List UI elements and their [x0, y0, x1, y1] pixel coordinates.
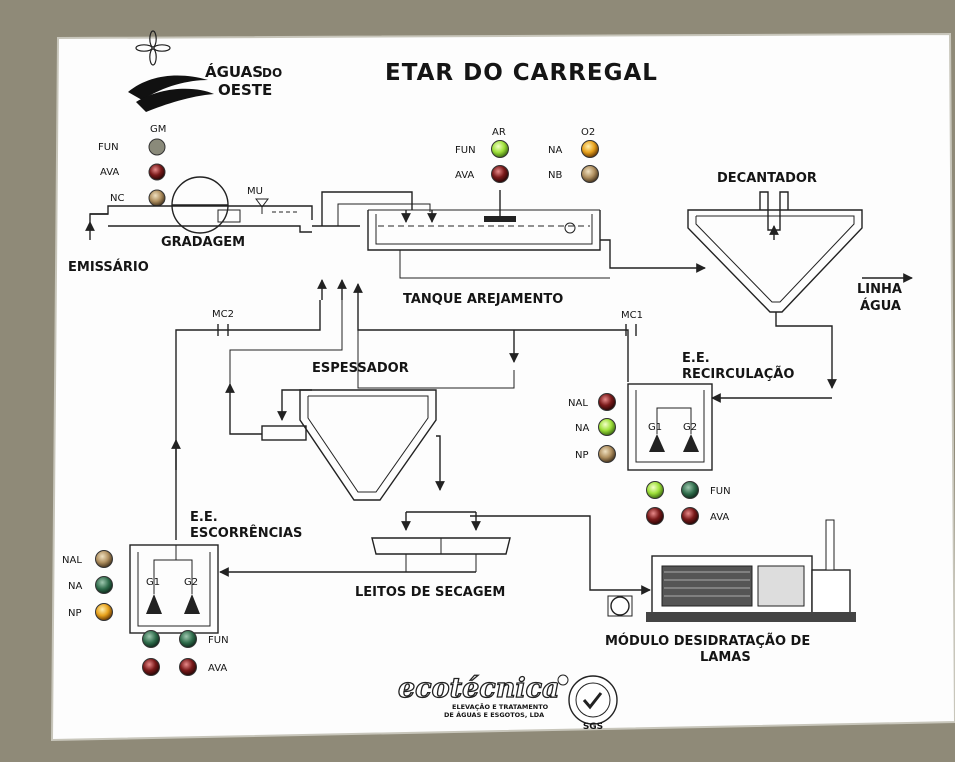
recirc-fun-lamp-2 [681, 481, 699, 499]
recirc-np-lamp [598, 445, 616, 463]
escorr-fun-label: FUN [208, 635, 229, 646]
recirc-np-label: NP [575, 450, 589, 461]
mc2-valve-icon [217, 324, 229, 336]
mc1-valve-icon [625, 324, 637, 336]
escorr-fun-lamp-1 [142, 630, 160, 648]
o2-na-lamp [581, 140, 599, 158]
ar-ava-label: AVA [455, 170, 474, 181]
thickener [225, 383, 445, 501]
ecotecnica-tagline-2: DE ÁGUAS E ESGOTOS, LDA [444, 710, 544, 719]
escorr-na-lamp [95, 576, 113, 594]
recirc-g2-label: G2 [683, 422, 697, 433]
escorr-g1-label: G1 [146, 577, 160, 588]
gm-ava-lamp [148, 163, 166, 181]
drying-beds [371, 511, 511, 572]
logo-line2: OESTE [218, 81, 272, 99]
recirc-na-label: NA [575, 423, 589, 434]
agua-label: ÁGUA [860, 298, 901, 314]
recirc-na-lamp [598, 418, 616, 436]
logo-line1-small: DO [262, 66, 282, 80]
recirc-fun-label: FUN [710, 486, 731, 497]
ee-escorr-station: G1 G2 [129, 544, 219, 634]
escorr-ava-label: AVA [208, 663, 227, 674]
espessador-label: ESPESSADOR [312, 361, 409, 376]
recirc-ava-lamp-2 [681, 507, 699, 525]
escorr-na-label: NA [68, 581, 82, 592]
gm-heading: GM [150, 124, 166, 135]
recirc-g1-label: G1 [648, 422, 662, 433]
o2-na-label: NA [548, 145, 562, 156]
escorr-np-label: NP [68, 608, 82, 619]
aeration-tank [321, 190, 601, 251]
gm-nc-lamp [148, 189, 166, 207]
ee-recirc-label-2: RECIRCULAÇÃO [682, 366, 794, 382]
escorr-g2-label: G2 [184, 577, 198, 588]
ecotecnica-logo: ecotécnica ELEVAÇÃO E TRATAMENTO DE ÁGUA… [397, 672, 569, 719]
decantador-label: DECANTADOR [717, 171, 817, 186]
escorr-nal-lamp [95, 550, 113, 568]
ee-recirc-label-1: E.E. [682, 351, 710, 366]
recirc-pump-g1-icon [649, 434, 665, 452]
escorr-nal-label: NAL [62, 555, 82, 566]
modulo-label-2: LAMAS [700, 650, 751, 665]
recirc-ava-lamp-1 [646, 507, 664, 525]
ee-escorr-label-1: E.E. [190, 510, 218, 525]
tanque-label: TANQUE AREJAMENTO [403, 292, 563, 307]
escorr-np-lamp [95, 603, 113, 621]
escorr-ava-lamp-2 [179, 658, 197, 676]
check-icon [582, 692, 603, 710]
modulo-label-1: MÓDULO DESIDRATAÇÃO DE [605, 633, 810, 649]
linha-label: LINHA [857, 282, 902, 297]
o2-heading: O2 [581, 127, 595, 138]
mu-valve-icon [255, 198, 269, 214]
ar-heading: AR [492, 127, 506, 138]
leitos-label: LEITOS DE SECAGEM [355, 585, 505, 600]
gm-ava-label: AVA [100, 167, 119, 178]
ee-escorr-label-2: ESCORRÊNCIAS [190, 525, 302, 541]
ecotecnica-tagline-1: ELEVAÇÃO E TRATAMENTO [452, 702, 549, 711]
escorr-fun-lamp-2 [179, 630, 197, 648]
o2-nb-lamp [581, 165, 599, 183]
ecotecnica-brand: ecotécnica [398, 673, 560, 704]
ee-recirc-station: G1 G2 [627, 383, 832, 471]
escorr-pump-g1-icon [146, 594, 162, 614]
gradagem-unit: MU [85, 176, 360, 240]
gradagem-label: GRADAGEM [161, 235, 245, 250]
recirc-nal-lamp [598, 393, 616, 411]
sgs-certification-seal: SGS [568, 675, 618, 732]
recirc-fun-lamp-1 [646, 481, 664, 499]
escorr-pump-g2-icon [184, 594, 200, 614]
gm-nc-label: NC [110, 193, 124, 204]
logo-line1: ÁGUAS [205, 62, 263, 81]
ar-fun-lamp [491, 140, 509, 158]
gm-fun-label: FUN [98, 142, 119, 153]
decanter [687, 191, 913, 389]
dewatering-module-icon [607, 519, 856, 622]
page-title: ETAR DO CARREGAL [385, 60, 658, 86]
escorr-ava-lamp-1 [142, 658, 160, 676]
ar-fun-label: FUN [455, 145, 476, 156]
gm-fun-lamp [148, 138, 166, 156]
aguas-do-oeste-logo: ÁGUAS DO OESTE [128, 30, 282, 112]
sgs-label: SGS [583, 722, 603, 732]
o2-nb-label: NB [548, 170, 562, 181]
wave-icon [128, 75, 208, 100]
recirc-ava-label: AVA [710, 512, 729, 523]
mu-label: MU [247, 186, 263, 197]
recirc-nal-label: NAL [568, 398, 588, 409]
ar-ava-lamp [491, 165, 509, 183]
recirc-pump-g2-icon [683, 434, 699, 452]
emissario-label: EMISSÁRIO [68, 259, 149, 275]
fan-icon [135, 30, 171, 66]
mc1-label: MC1 [621, 310, 643, 321]
mc2-label: MC2 [212, 309, 234, 320]
